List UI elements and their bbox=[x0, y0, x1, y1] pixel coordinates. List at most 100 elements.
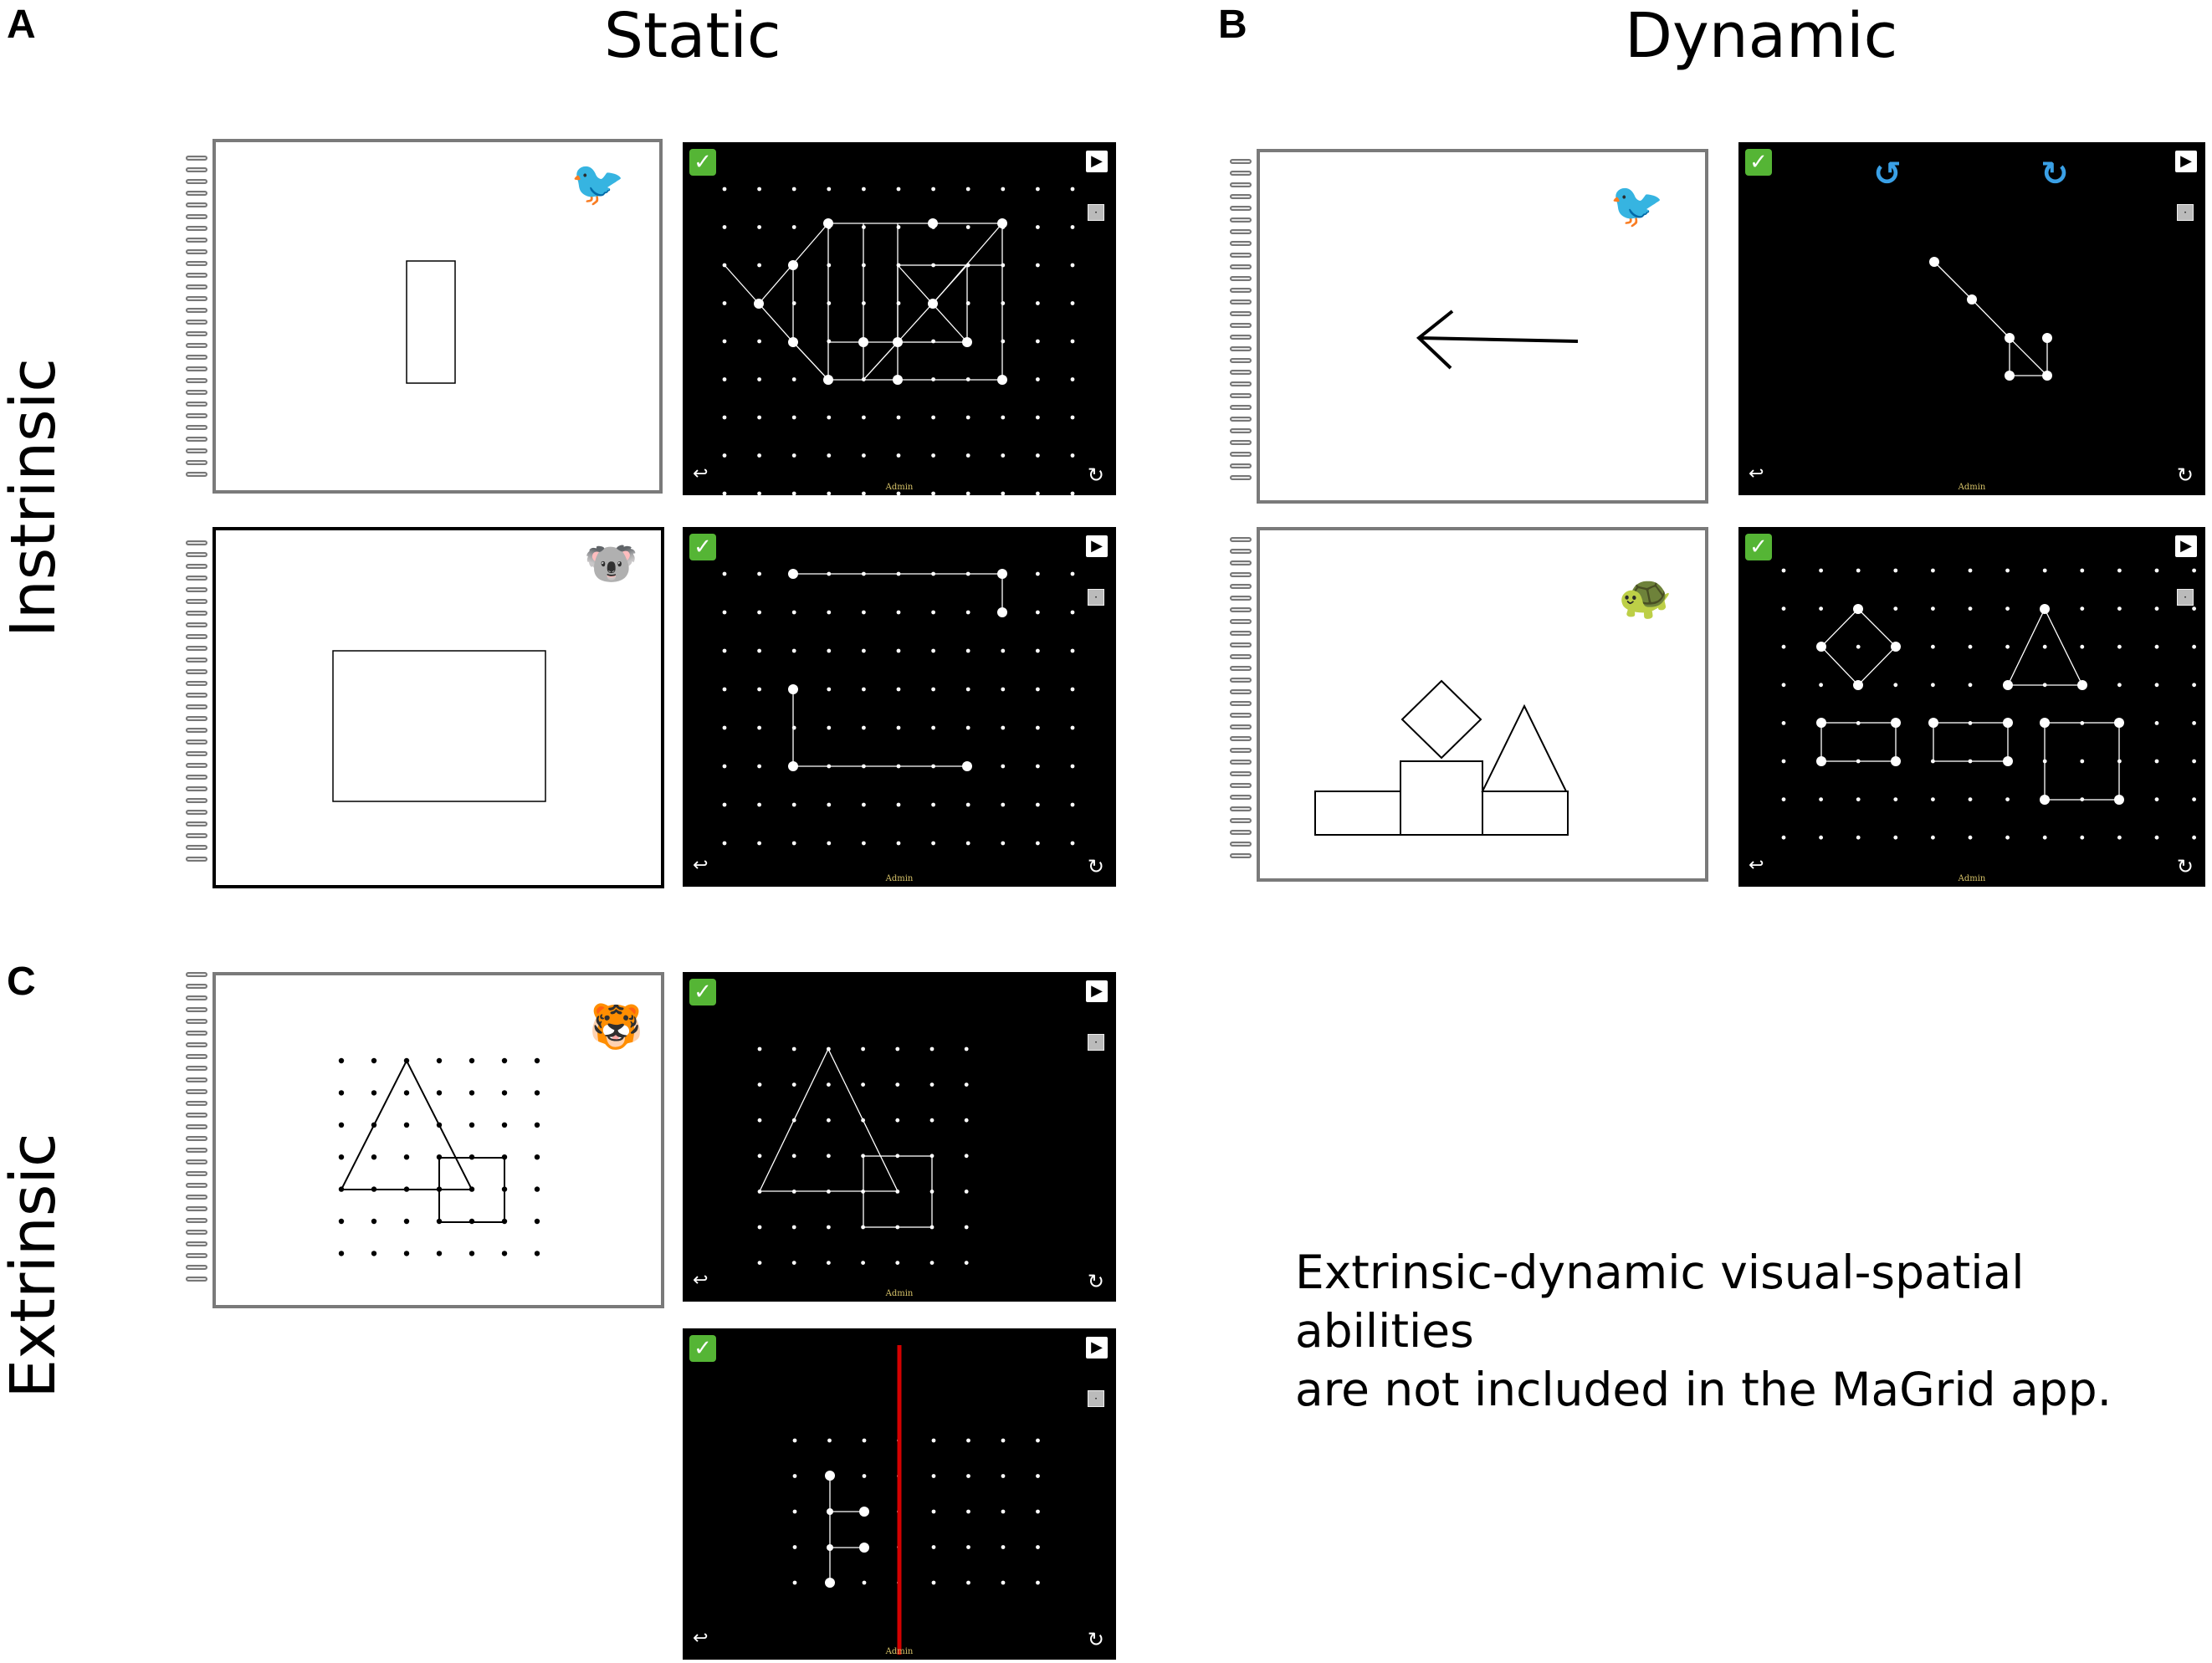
grid-dot bbox=[827, 491, 832, 495]
grid-dot bbox=[2080, 644, 2085, 649]
spiral-ring bbox=[1230, 335, 1252, 340]
admin-label[interactable]: Admin bbox=[1958, 483, 1986, 492]
video-icon[interactable]: ▶ bbox=[1086, 1337, 1108, 1359]
grid-dot bbox=[2117, 835, 2122, 840]
reset-icon[interactable]: ↻ bbox=[1087, 1270, 1104, 1293]
checkmark-icon[interactable]: ✓ bbox=[689, 534, 716, 560]
grid-dot bbox=[1819, 797, 1823, 801]
grid-dot bbox=[1819, 835, 1823, 840]
grid-dot bbox=[2042, 835, 2047, 840]
admin-label[interactable]: Admin bbox=[1958, 874, 1986, 883]
reset-icon[interactable]: ↻ bbox=[2176, 463, 2194, 487]
admin-label[interactable]: Admin bbox=[885, 1289, 914, 1298]
grid-dot bbox=[722, 648, 727, 653]
checkmark-icon[interactable]: ✓ bbox=[689, 979, 716, 1005]
grid-dot bbox=[895, 1046, 900, 1052]
grid-dot bbox=[722, 377, 727, 381]
notebook-spiral bbox=[186, 540, 211, 868]
grid-dot bbox=[1036, 225, 1040, 229]
grid-dot bbox=[1968, 644, 1973, 649]
grid-dot bbox=[827, 687, 832, 692]
grid-dot bbox=[534, 1122, 540, 1128]
video-icon[interactable]: ▶ bbox=[1086, 151, 1108, 172]
rotate-right-icon[interactable]: ↻ bbox=[2040, 155, 2069, 193]
grid-dot bbox=[757, 648, 761, 653]
grid-dot bbox=[1070, 491, 1075, 495]
video-icon[interactable]: ▶ bbox=[1086, 535, 1108, 557]
rotate-left-icon[interactable]: ↺ bbox=[1873, 155, 1902, 193]
spiral-ring bbox=[1230, 607, 1252, 612]
grid-dot bbox=[371, 1154, 377, 1160]
reset-icon[interactable]: ↻ bbox=[1087, 855, 1104, 878]
video-icon[interactable]: ▶ bbox=[2175, 151, 2197, 172]
grid-dot bbox=[1001, 1438, 1006, 1443]
grid-dot bbox=[2154, 568, 2159, 573]
grid-dot bbox=[501, 1251, 508, 1256]
grid-dot bbox=[791, 610, 796, 615]
grid-dot bbox=[2192, 683, 2196, 688]
spiral-ring bbox=[186, 378, 207, 383]
spiral-ring bbox=[186, 1124, 207, 1129]
grid-dot bbox=[757, 339, 761, 344]
checkmark-icon[interactable]: ✓ bbox=[689, 149, 716, 176]
admin-label[interactable]: Admin bbox=[885, 874, 914, 883]
checkmark-icon[interactable]: ✓ bbox=[1745, 149, 1772, 176]
grid-dot bbox=[1070, 187, 1075, 192]
spiral-ring bbox=[186, 460, 207, 465]
spiral-ring bbox=[1230, 264, 1252, 269]
spiral-ring bbox=[186, 249, 207, 254]
grid-dot bbox=[757, 802, 761, 807]
grid-dot bbox=[722, 764, 727, 769]
admin-label[interactable]: Admin bbox=[885, 483, 914, 492]
video-icon[interactable]: ▶ bbox=[2175, 535, 2197, 557]
back-arrow-icon[interactable]: ↩ bbox=[693, 855, 709, 876]
grid-dot bbox=[896, 687, 901, 692]
spiral-ring bbox=[186, 716, 207, 721]
grid-dot bbox=[1893, 568, 1898, 573]
grid-dot bbox=[827, 263, 832, 268]
spiral-ring bbox=[186, 1101, 207, 1106]
admin-label[interactable]: Admin bbox=[885, 1647, 914, 1656]
notebook-spiral bbox=[1230, 537, 1255, 865]
video-icon[interactable]: ▶ bbox=[1086, 980, 1108, 1002]
reset-icon[interactable]: ↻ bbox=[1087, 463, 1104, 487]
dot-grid[interactable] bbox=[683, 142, 1116, 495]
grid-dot bbox=[861, 1261, 865, 1265]
grid-dot bbox=[791, 802, 796, 807]
back-arrow-icon[interactable]: ↩ bbox=[693, 1270, 709, 1291]
back-arrow-icon[interactable]: ↩ bbox=[1749, 855, 1764, 876]
dot-grid[interactable] bbox=[683, 527, 1116, 887]
grid-dot bbox=[1036, 491, 1040, 495]
grid-dot bbox=[896, 841, 901, 846]
magrid-screen: ✓ ▶ · ↩ ↻ Admin bbox=[683, 1328, 1116, 1660]
dot-grid[interactable] bbox=[683, 1328, 1116, 1660]
grid-dot bbox=[2080, 568, 2085, 573]
checkmark-icon[interactable]: ✓ bbox=[1745, 534, 1772, 560]
grid-dot bbox=[827, 1438, 832, 1443]
checkmark-icon[interactable]: ✓ bbox=[689, 1335, 716, 1362]
grid-dot bbox=[827, 725, 832, 730]
back-arrow-icon[interactable]: ↩ bbox=[1749, 463, 1764, 484]
grid-dot bbox=[1781, 683, 1786, 688]
dot-grid[interactable] bbox=[1738, 142, 2205, 495]
grid-dot bbox=[931, 1545, 936, 1549]
back-arrow-icon[interactable]: ↩ bbox=[693, 1628, 709, 1649]
grid-dot bbox=[1781, 759, 1786, 764]
grid-dot bbox=[722, 841, 727, 846]
spiral-ring bbox=[186, 739, 207, 745]
spiral-ring bbox=[186, 1148, 207, 1153]
grid-dot bbox=[722, 187, 727, 192]
reset-icon[interactable]: ↻ bbox=[1087, 1628, 1104, 1651]
grid-dot bbox=[2154, 606, 2159, 611]
grid-dot bbox=[965, 225, 970, 229]
grid-dot bbox=[929, 1118, 934, 1123]
dot-grid[interactable] bbox=[683, 972, 1116, 1302]
spiral-ring bbox=[186, 1277, 207, 1282]
dot-grid[interactable] bbox=[1738, 527, 2205, 887]
grid-dot bbox=[1893, 797, 1898, 801]
row-title-extrinsic: Extrinsic bbox=[0, 1133, 69, 1399]
grid-dot bbox=[966, 1545, 970, 1549]
reset-icon[interactable]: ↻ bbox=[2176, 855, 2194, 878]
grid-dot bbox=[931, 1580, 936, 1585]
back-arrow-icon[interactable]: ↩ bbox=[693, 463, 709, 484]
